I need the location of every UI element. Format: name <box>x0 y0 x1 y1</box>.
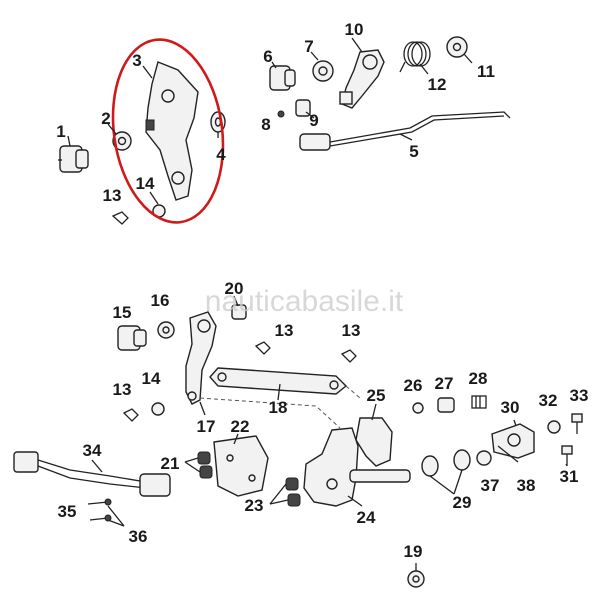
callout-23: 23 <box>245 496 264 515</box>
part-13-clip-top <box>111 211 129 225</box>
callout-34: 34 <box>83 441 102 460</box>
part-25-bracket <box>355 417 393 467</box>
callout-5: 5 <box>409 142 418 161</box>
callout-37: 37 <box>481 476 500 495</box>
highlight-ellipse <box>111 38 225 224</box>
part-35-screw <box>87 498 112 506</box>
part-2-washer <box>112 131 132 151</box>
leader-lines-bottom <box>91 295 568 571</box>
part-17-lever <box>185 311 217 405</box>
callout-17: 17 <box>197 417 216 436</box>
callout-15: 15 <box>113 303 132 322</box>
part-31-screw <box>561 445 573 466</box>
callout-12: 12 <box>428 75 447 94</box>
part-38-pin <box>497 445 519 463</box>
callout-1: 1 <box>56 122 65 141</box>
part-5-rod <box>299 111 511 151</box>
part-33-screw <box>571 413 583 434</box>
callout-11: 11 <box>477 62 495 81</box>
part-34-cable <box>13 451 171 497</box>
callout-14-bottom: 14 <box>142 369 161 388</box>
part-12-spring <box>399 41 431 73</box>
part-3-lever-plate <box>145 61 199 201</box>
part-15-bushing <box>117 325 147 351</box>
callout-31: 31 <box>560 467 579 486</box>
callout-24: 24 <box>357 508 376 527</box>
part-30-housing <box>491 423 535 459</box>
assembly-path <box>199 385 361 429</box>
callout-27: 27 <box>435 374 454 393</box>
callout-21: 21 <box>161 454 180 473</box>
callout-30: 30 <box>501 398 520 417</box>
part-32-washer <box>547 420 561 434</box>
part-36-screw <box>89 514 112 522</box>
part-29-bushing-a <box>421 455 439 477</box>
part-13-clip-a <box>254 341 271 355</box>
callout-8: 8 <box>261 115 270 134</box>
callout-33: 33 <box>570 386 589 405</box>
callout-16: 16 <box>151 291 170 310</box>
part-13-clip-c <box>122 408 139 422</box>
callout-29: 29 <box>453 493 472 512</box>
part-26-ball <box>412 402 424 414</box>
callout-3: 3 <box>132 51 141 70</box>
callout-32: 32 <box>539 391 558 410</box>
callout-6: 6 <box>263 47 272 66</box>
part-18-link-bar <box>209 367 348 395</box>
callout-36: 36 <box>129 527 148 546</box>
part-8-pin <box>277 110 285 118</box>
part-24-main-bracket <box>303 427 411 507</box>
part-7-washer <box>312 60 334 82</box>
callout-25: 25 <box>367 386 386 405</box>
callout-26: 26 <box>404 376 423 395</box>
watermark: nauticabasile.it <box>205 285 404 318</box>
part-11-washer <box>446 36 468 58</box>
callout-38: 38 <box>517 476 536 495</box>
part-13-clip-b <box>340 349 357 363</box>
part-22-plate <box>213 435 269 497</box>
part-14-washer-bottom <box>151 402 165 416</box>
callout-2: 2 <box>101 109 110 128</box>
callout-28: 28 <box>469 369 488 388</box>
callout-10: 10 <box>345 20 364 39</box>
part-19-washer <box>407 570 425 588</box>
part-20-bushing <box>231 304 247 320</box>
callout-19: 19 <box>404 542 423 561</box>
part-21-nut-b <box>199 465 213 479</box>
callout-14-top: 14 <box>136 174 155 193</box>
leader-lines-top <box>67 37 473 205</box>
part-23-nut-b <box>287 493 301 507</box>
part-21-nut-a <box>197 451 211 465</box>
part-28-spring <box>471 395 487 409</box>
part-27-bushing <box>437 397 455 413</box>
callout-22: 22 <box>231 417 250 436</box>
callout-4: 4 <box>216 145 226 164</box>
callout-20: 20 <box>225 279 244 298</box>
callout-13-a: 13 <box>275 321 294 340</box>
callout-7: 7 <box>304 37 313 56</box>
part-1-bushing <box>58 145 89 173</box>
part-10-shift-arm <box>339 49 385 109</box>
part-6-bushing <box>269 65 296 91</box>
part-16-washer <box>157 321 175 339</box>
callout-9: 9 <box>309 111 318 130</box>
part-23-nut-a <box>285 477 299 491</box>
part-37-washer <box>476 450 492 466</box>
callout-13-top: 13 <box>103 186 122 205</box>
callout-13-c: 13 <box>113 380 132 399</box>
callout-18: 18 <box>269 398 288 417</box>
part-29-bushing-b <box>453 449 471 471</box>
callout-13-b: 13 <box>342 321 361 340</box>
callout-35: 35 <box>58 502 77 521</box>
